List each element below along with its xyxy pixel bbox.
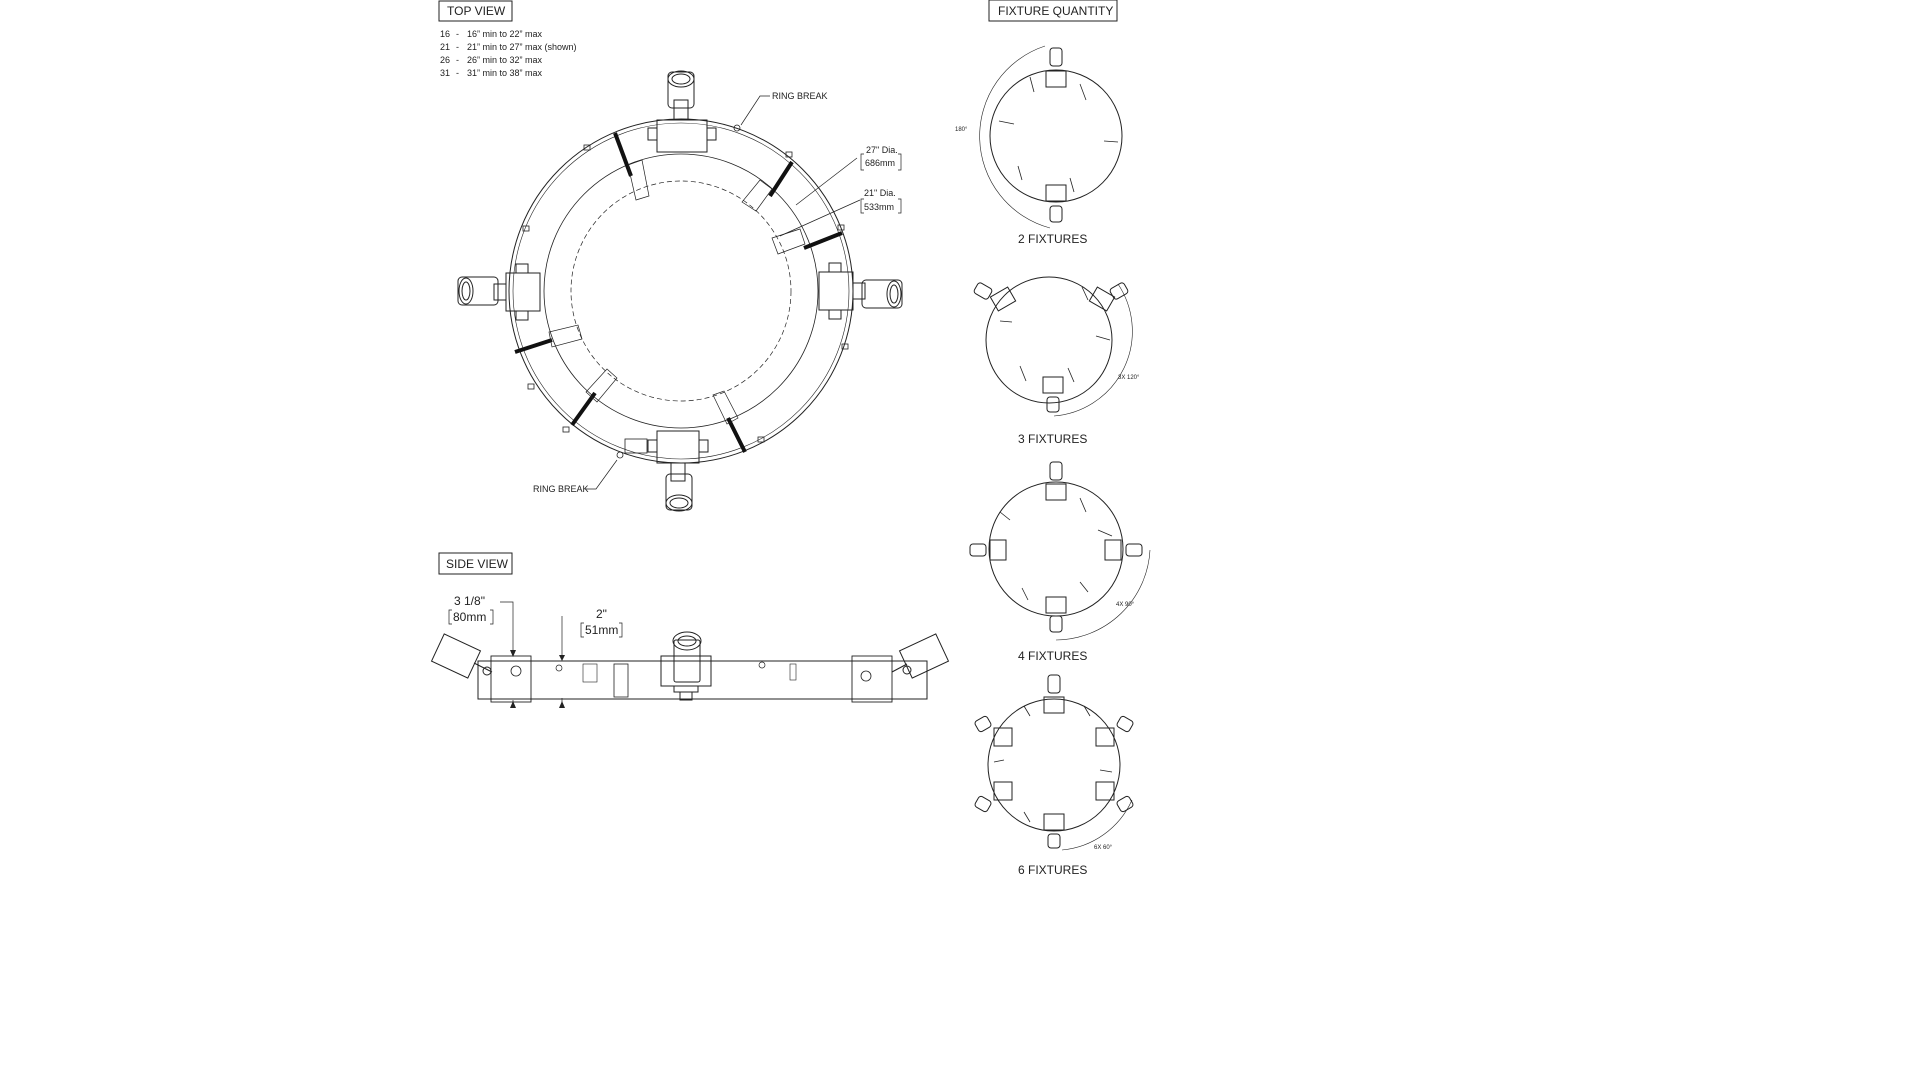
option-4-fixtures	[969, 461, 1151, 641]
option-label: 6 FIXTURES	[1018, 863, 1087, 877]
spec-drawing: TOP VIEW 16 - 16” min to 22” max 21 - 21…	[430, 0, 1151, 877]
thickness-dim-imperial: 2"	[596, 607, 607, 621]
size-row: 16 - 16” min to 22” max	[440, 29, 543, 39]
svg-text:26” min to 32” max: 26” min to 32” max	[467, 55, 543, 65]
inner-diameter-metric: 533mm	[864, 202, 894, 212]
ring-break-label-top: RING BREAK	[772, 91, 828, 101]
size-table: 16 - 16” min to 22” max 21 - 21” min to …	[440, 29, 577, 78]
option-angle: 180°	[955, 127, 968, 133]
svg-text:16: 16	[440, 29, 450, 39]
fixture-quantity-title-box	[988, 0, 1118, 22]
side-hole-right	[758, 661, 766, 669]
ring-outer-edge	[508, 118, 854, 464]
top-view-text: TOP VIEW 16 - 16” min to 22” max 21 - 21…	[440, 4, 898, 494]
side-center-fixture	[660, 631, 712, 701]
side-left-fixture	[430, 633, 493, 679]
inner-diameter-imperial: 21" Dia.	[864, 188, 896, 198]
side-slot-left	[582, 663, 598, 683]
side-view-title-box	[438, 552, 513, 575]
svg-text:31” min to 38” max: 31” min to 38” max	[467, 68, 543, 78]
side-hole-left	[555, 664, 563, 672]
inner-diameter-circle	[570, 180, 792, 402]
option-label: 2 FIXTURES	[1018, 232, 1087, 246]
outer-diameter-imperial: 27" Dia.	[866, 145, 898, 155]
option-label: 4 FIXTURES	[1018, 649, 1087, 663]
side-view-title: SIDE VIEW	[446, 557, 509, 571]
side-joint	[613, 663, 629, 698]
left-fixture	[457, 263, 541, 321]
height-dim-metric: 80mm	[453, 610, 486, 624]
svg-text:21” min to 27” max (shown): 21” min to 27” max (shown)	[467, 42, 577, 52]
svg-text:-: -	[456, 68, 459, 78]
side-slot-right	[789, 663, 797, 681]
size-row: 21 - 21” min to 27” max (shown)	[440, 42, 577, 52]
ring-panels	[548, 159, 806, 425]
svg-text:26: 26	[440, 55, 450, 65]
option-label: 3 FIXTURES	[1018, 432, 1087, 446]
svg-text:16” min to 22” max: 16” min to 22” max	[467, 29, 543, 39]
top-view-title-box	[438, 0, 513, 22]
svg-text:-: -	[456, 42, 459, 52]
thickness-dim-metric: 51mm	[585, 623, 618, 637]
ring-outer-inner-edge	[512, 122, 850, 460]
svg-text:-: -	[456, 55, 459, 65]
option-6-fixtures	[974, 674, 1134, 851]
side-right-fixture	[891, 633, 950, 679]
ring-inner-track	[543, 153, 819, 429]
option-angle: 6X 60°	[1094, 845, 1113, 851]
bottom-fixture	[624, 430, 709, 512]
top-view-leaders	[585, 95, 902, 490]
fixture-quantity-title: FIXTURE QUANTITY	[998, 4, 1113, 18]
ring-ribs	[514, 132, 843, 453]
ring-clips	[522, 124, 849, 459]
side-left-plate	[490, 655, 532, 703]
right-fixture	[818, 262, 903, 320]
top-view-title: TOP VIEW	[447, 4, 506, 18]
fixture-quantity	[969, 0, 1151, 851]
side-beam	[477, 660, 928, 700]
svg-text:-: -	[456, 29, 459, 39]
top-view	[438, 0, 903, 512]
size-row: 26 - 26” min to 32” max	[440, 55, 543, 65]
side-right-plate	[851, 655, 893, 703]
height-dim-imperial: 3 1/8"	[454, 594, 485, 608]
option-angle: 4X 90°	[1116, 602, 1135, 608]
fixture-quantity-text: FIXTURE QUANTITY 2 FIXTURES 180° 3 FIXTU…	[955, 4, 1140, 877]
option-2-fixtures	[979, 45, 1123, 229]
side-view-text: SIDE VIEW 3 1/8" 80mm 2" 51mm	[446, 557, 618, 637]
outer-diameter-metric: 686mm	[865, 158, 895, 168]
top-fixture	[647, 70, 717, 153]
svg-text:21: 21	[440, 42, 450, 52]
size-row: 31 - 31” min to 38” max	[440, 68, 543, 78]
side-view	[430, 552, 950, 708]
option-angle: 3X 120°	[1118, 375, 1140, 381]
svg-text:31: 31	[440, 68, 450, 78]
ring-break-label-bottom: RING BREAK	[533, 484, 589, 494]
option-3-fixtures	[973, 276, 1133, 417]
